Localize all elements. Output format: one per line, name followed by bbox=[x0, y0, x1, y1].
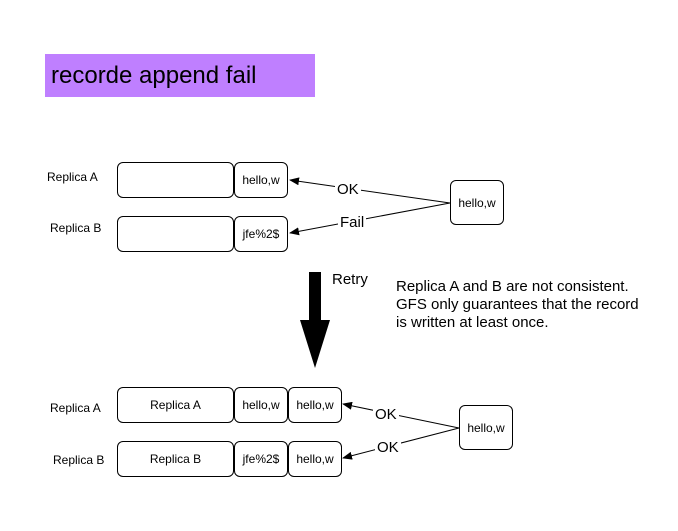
replica-a-record-cell: hello,w bbox=[234, 162, 288, 198]
edge-label-ok-bottom-a: OK bbox=[373, 406, 399, 423]
client-record-top: hello,w bbox=[450, 180, 504, 225]
replica-b-label-top: Replica B bbox=[50, 221, 102, 235]
replica-a-label-bottom: Replica A bbox=[50, 401, 101, 415]
replica-a-chunk-3: hello,w bbox=[288, 387, 342, 423]
slide-title: recorde append fail bbox=[45, 54, 315, 97]
edge-label-ok-top: OK bbox=[335, 181, 361, 198]
replica-a-label-top: Replica A bbox=[47, 170, 98, 184]
edge-label-fail-top: Fail bbox=[338, 214, 367, 231]
arrow-ok-top bbox=[289, 177, 451, 204]
arrow-ok-bottom-b bbox=[342, 427, 460, 460]
replica-b-chunk-3: hello,w bbox=[288, 441, 342, 477]
arrow-ok-bottom-a bbox=[342, 401, 460, 429]
arrow-fail-top bbox=[289, 202, 451, 236]
replica-b-record-cell: jfe%2$ bbox=[234, 216, 288, 252]
client-record-bottom: hello,w bbox=[459, 405, 513, 450]
retry-label: Retry bbox=[330, 271, 370, 288]
replica-a-chunk-empty bbox=[117, 162, 234, 198]
replica-b-chunk-1: Replica B bbox=[117, 441, 234, 477]
retry-arrow bbox=[300, 272, 330, 368]
replica-b-chunk-empty bbox=[117, 216, 234, 252]
consistency-note: Replica A and B are not consistent. GFS … bbox=[396, 278, 639, 331]
replica-a-chunk-2: hello,w bbox=[234, 387, 288, 423]
edge-label-ok-bottom-b: OK bbox=[375, 439, 401, 456]
replica-b-label-bottom: Replica B bbox=[53, 453, 105, 467]
replica-a-chunk-1: Replica A bbox=[117, 387, 234, 423]
replica-b-chunk-2: jfe%2$ bbox=[234, 441, 288, 477]
